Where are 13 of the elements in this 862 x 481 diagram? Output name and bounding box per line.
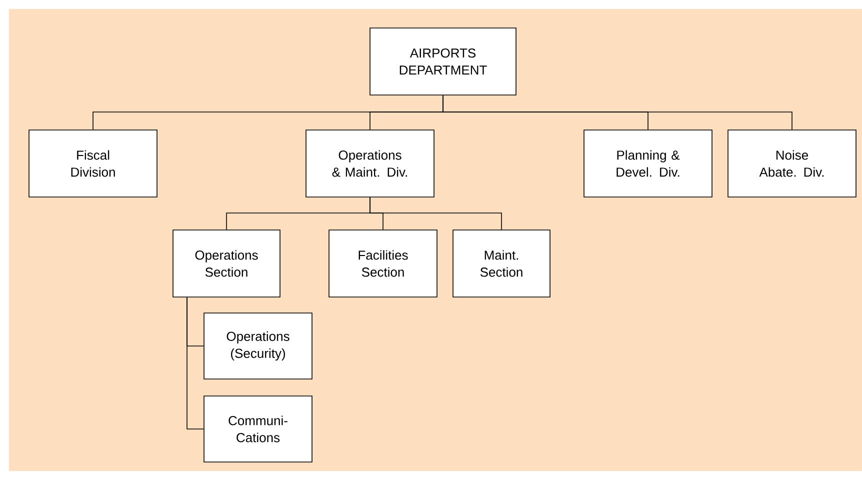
org-box: Operations (Security)	[204, 312, 312, 380]
org-box: Communi- Cations	[204, 396, 312, 462]
org-box: Facilities Section	[328, 230, 438, 298]
org-box: AIRPORTS DEPARTMENT	[370, 28, 516, 96]
org-box: Operations Section	[172, 230, 280, 298]
org-box: Maint. Section	[452, 230, 550, 298]
connector-line	[186, 297, 204, 430]
connector-line	[370, 196, 502, 230]
org-box: Noise Abate. Div.	[728, 130, 856, 198]
connector-line	[442, 95, 792, 130]
org-box: Operations & Maint. Div.	[306, 130, 434, 198]
org-box: Fiscal Division	[28, 130, 158, 198]
org-box: Planning & Devel. Div.	[584, 130, 712, 198]
